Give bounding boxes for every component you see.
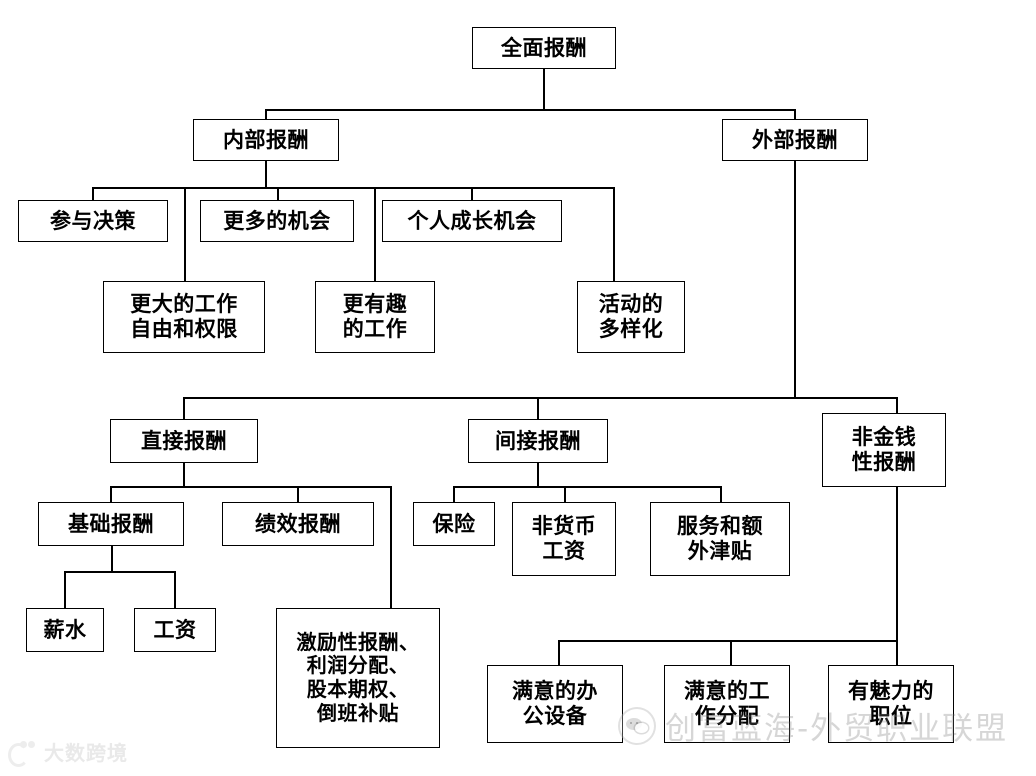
node-incentive-profit-equity-shift[interactable]: 激励性报酬、 利润分配、 股本期权、 倒班补贴 [276, 608, 440, 748]
watermark-bottom-left-text: 大数跨境 [44, 741, 128, 765]
connector-base-pay-stem [111, 546, 113, 572]
connector-to-office-equip [558, 640, 560, 666]
connector-non-monetary-stem [896, 487, 898, 641]
connector-to-insurance [453, 486, 455, 503]
connector-to-more-chances [277, 187, 279, 201]
node-attractive-position[interactable]: 有魅力的 职位 [828, 665, 954, 743]
connector-to-personal-growth [471, 187, 473, 201]
node-external-rewards[interactable]: 外部报酬 [722, 119, 868, 161]
node-non-monetary-compensation[interactable]: 非金钱 性报酬 [822, 413, 946, 487]
node-base-compensation[interactable]: 基础报酬 [38, 502, 184, 546]
connector-to-wage [174, 571, 176, 609]
connector-to-work-assignment [730, 640, 732, 666]
connector-to-incentives [390, 486, 392, 609]
connector-base-pay-bus [64, 571, 175, 573]
connector-to-base-pay [110, 486, 112, 503]
node-salary[interactable]: 薪水 [26, 608, 104, 652]
node-insurance[interactable]: 保险 [413, 502, 495, 546]
node-greater-work-freedom[interactable]: 更大的工作 自由和权限 [103, 281, 265, 353]
connector-to-performance-pay [297, 486, 299, 503]
node-wage[interactable]: 工资 [134, 608, 216, 652]
connector-external-stem [794, 161, 796, 398]
node-performance-compensation[interactable]: 绩效报酬 [222, 502, 374, 546]
connector-to-external [794, 109, 796, 120]
connector-to-participation [92, 187, 94, 201]
wechat-icon [618, 706, 656, 745]
node-non-cash-wage[interactable]: 非货币 工资 [512, 502, 616, 576]
connector-external-bus [183, 397, 896, 399]
node-activity-diversification[interactable]: 活动的 多样化 [577, 281, 685, 353]
node-satisfying-work-assignment[interactable]: 满意的工 作分配 [664, 665, 790, 743]
connector-indirect-pay-bus [453, 486, 720, 488]
watermark-bottom-left: 大数跨境 [8, 737, 128, 767]
node-services-and-extra-benefits[interactable]: 服务和额 外津贴 [650, 502, 790, 576]
connector-internal-bus [92, 187, 613, 189]
connector-to-direct-pay [183, 397, 185, 420]
node-personal-growth-opportunity[interactable]: 个人成长机会 [382, 200, 562, 242]
node-indirect-compensation[interactable]: 间接报酬 [468, 419, 608, 463]
connector-to-interesting-job [374, 187, 376, 282]
connector-to-non-cash-wage [564, 486, 566, 503]
connector-to-work-freedom [184, 187, 186, 282]
connector-to-indirect-pay [537, 397, 539, 420]
connector-to-non-monetary [896, 397, 898, 414]
connector-direct-pay-bus [110, 486, 391, 488]
connector-internal-stem [265, 161, 267, 188]
node-satisfying-office-equipment[interactable]: 满意的办 公设备 [487, 665, 623, 743]
connector-to-internal [265, 109, 267, 120]
connector-root-stem [543, 69, 545, 110]
node-more-opportunities[interactable]: 更多的机会 [200, 200, 354, 242]
connector-to-salary [64, 571, 66, 609]
connector-non-monetary-bus [558, 640, 897, 642]
dashu-logo-icon [8, 740, 38, 767]
node-participation-in-decisions[interactable]: 参与决策 [18, 200, 168, 242]
node-more-interesting-work[interactable]: 更有趣 的工作 [315, 281, 435, 353]
node-internal-rewards[interactable]: 内部报酬 [193, 119, 339, 161]
connector-to-attractive-post [896, 640, 898, 666]
node-direct-compensation[interactable]: 直接报酬 [110, 419, 258, 463]
connector-to-services-perks [720, 486, 722, 503]
connector-indirect-pay-stem [537, 463, 539, 487]
connector-level1-bus [265, 109, 795, 111]
connector-direct-pay-stem [183, 463, 185, 487]
connector-to-activity-variety [613, 187, 615, 282]
node-root[interactable]: 全面报酬 [472, 27, 616, 69]
